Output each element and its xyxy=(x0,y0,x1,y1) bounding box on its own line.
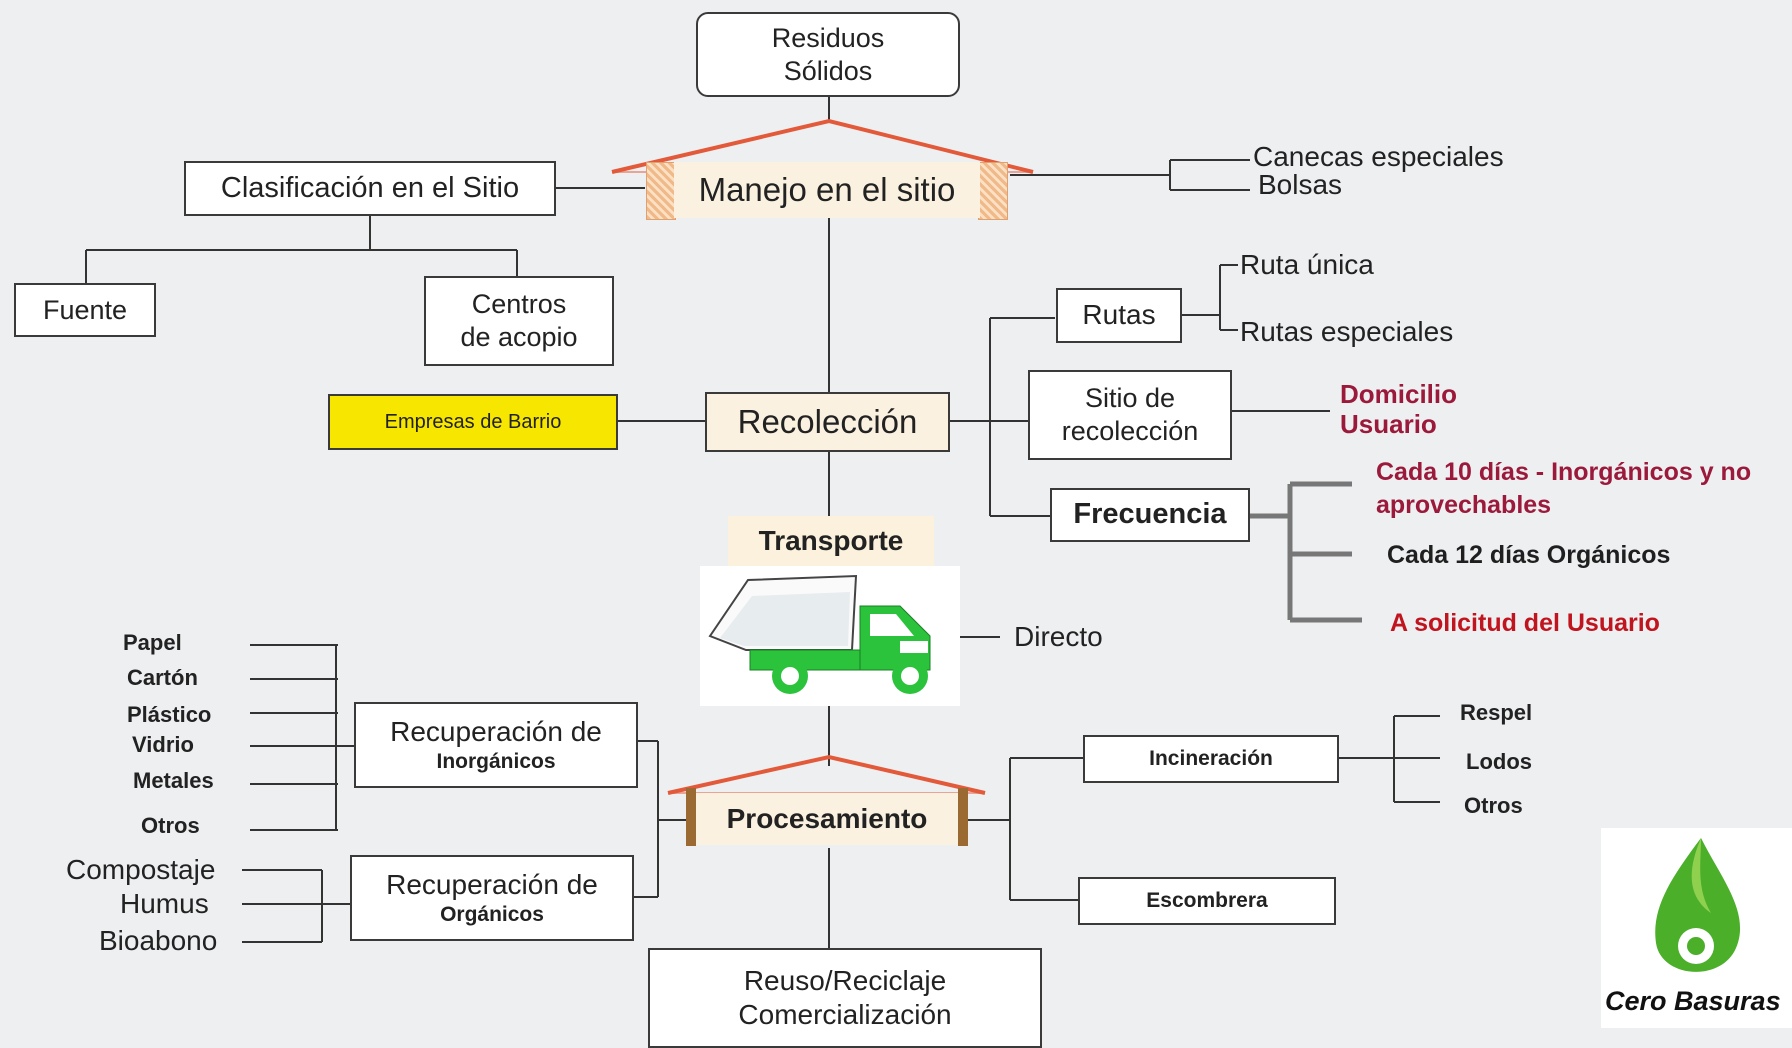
procesamiento-pillar-right xyxy=(958,788,968,846)
inorganic-item-vidrio: Vidrio xyxy=(132,732,194,757)
inorganic-item-otros: Otros xyxy=(141,813,200,838)
label-canecas-especiales: Canecas especiales xyxy=(1253,141,1504,172)
node-sitio-de-recoleccion: Sitio de recolección xyxy=(1028,370,1232,460)
rec-organicos-line1: Recuperación de xyxy=(386,869,598,901)
logo-text: Cero Basuras xyxy=(1605,986,1781,1016)
node-transporte: Transporte xyxy=(728,516,934,566)
manejo-pillar-right xyxy=(978,162,1008,220)
label-bolsas: Bolsas xyxy=(1258,169,1343,200)
organic-item-humus: Humus xyxy=(120,888,209,919)
truck-icon xyxy=(700,566,960,706)
inorganic-item-metales: Metales xyxy=(133,768,214,793)
node-recuperacion-organicos: Recuperación de Orgánicos xyxy=(350,855,634,941)
label-domicilio-usuario: Domicilio Usuario xyxy=(1340,379,1458,439)
incin-item-respel: Respel xyxy=(1460,700,1533,725)
manejo-roof xyxy=(611,118,1034,174)
procesamiento-roof xyxy=(667,754,986,795)
node-recuperacion-inorganicos: Recuperación de Inorgánicos xyxy=(354,702,638,788)
node-recoleccion: Recolección xyxy=(705,392,950,452)
label-ruta-unica: Ruta única xyxy=(1240,249,1374,280)
node-rutas: Rutas xyxy=(1056,288,1182,343)
inorganic-item-carton: Cartón xyxy=(127,665,198,690)
freq-item-a-solicitud: A solicitud del Usuario xyxy=(1390,609,1660,637)
logo-cero-basuras: Cero Basuras xyxy=(1601,828,1792,1028)
rec-inorganicos-line1: Recuperación de xyxy=(390,716,602,748)
inorganic-item-plastico: Plástico xyxy=(127,702,212,727)
node-reuso-reciclaje: Reuso/Reciclaje Comercialización xyxy=(648,948,1042,1048)
node-manejo-en-el-sitio: Manejo en el sitio xyxy=(674,162,980,218)
label-directo: Directo xyxy=(1014,621,1103,652)
node-incineracion: Incineración xyxy=(1083,735,1339,783)
freq-item-cada-12-dias: Cada 12 días Orgánicos xyxy=(1387,541,1671,569)
organic-item-compostaje: Compostaje xyxy=(66,854,216,885)
incin-item-otros: Otros xyxy=(1464,793,1523,818)
node-frecuencia: Frecuencia xyxy=(1050,488,1250,542)
node-fuente: Fuente xyxy=(14,283,156,337)
freq-item-cada-10-dias: Cada 10 días - Inorgánicos y no aprovech… xyxy=(1376,458,1752,519)
inorganic-item-papel: Papel xyxy=(123,630,182,655)
manejo-pillar-left xyxy=(646,162,676,220)
rec-organicos-line2: Orgánicos xyxy=(440,903,544,927)
node-residuos-solidos: Residuos Sólidos xyxy=(696,12,960,97)
incin-item-lodos: Lodos xyxy=(1466,749,1532,774)
organic-item-bioabono: Bioabono xyxy=(99,925,218,956)
label-rutas-especiales: Rutas especiales xyxy=(1240,316,1454,347)
node-procesamiento: Procesamiento xyxy=(696,793,958,845)
rec-inorganicos-line2: Inorgánicos xyxy=(436,750,556,774)
node-clasificacion-en-el-sitio: Clasificación en el Sitio xyxy=(184,161,556,216)
procesamiento-pillar-left xyxy=(686,788,696,846)
node-centros-de-acopio: Centros de acopio xyxy=(424,276,614,366)
node-escombrera: Escombrera xyxy=(1078,877,1336,925)
leaf-drop-icon xyxy=(1655,838,1741,972)
node-empresas-de-barrio: Empresas de Barrio xyxy=(328,394,618,450)
